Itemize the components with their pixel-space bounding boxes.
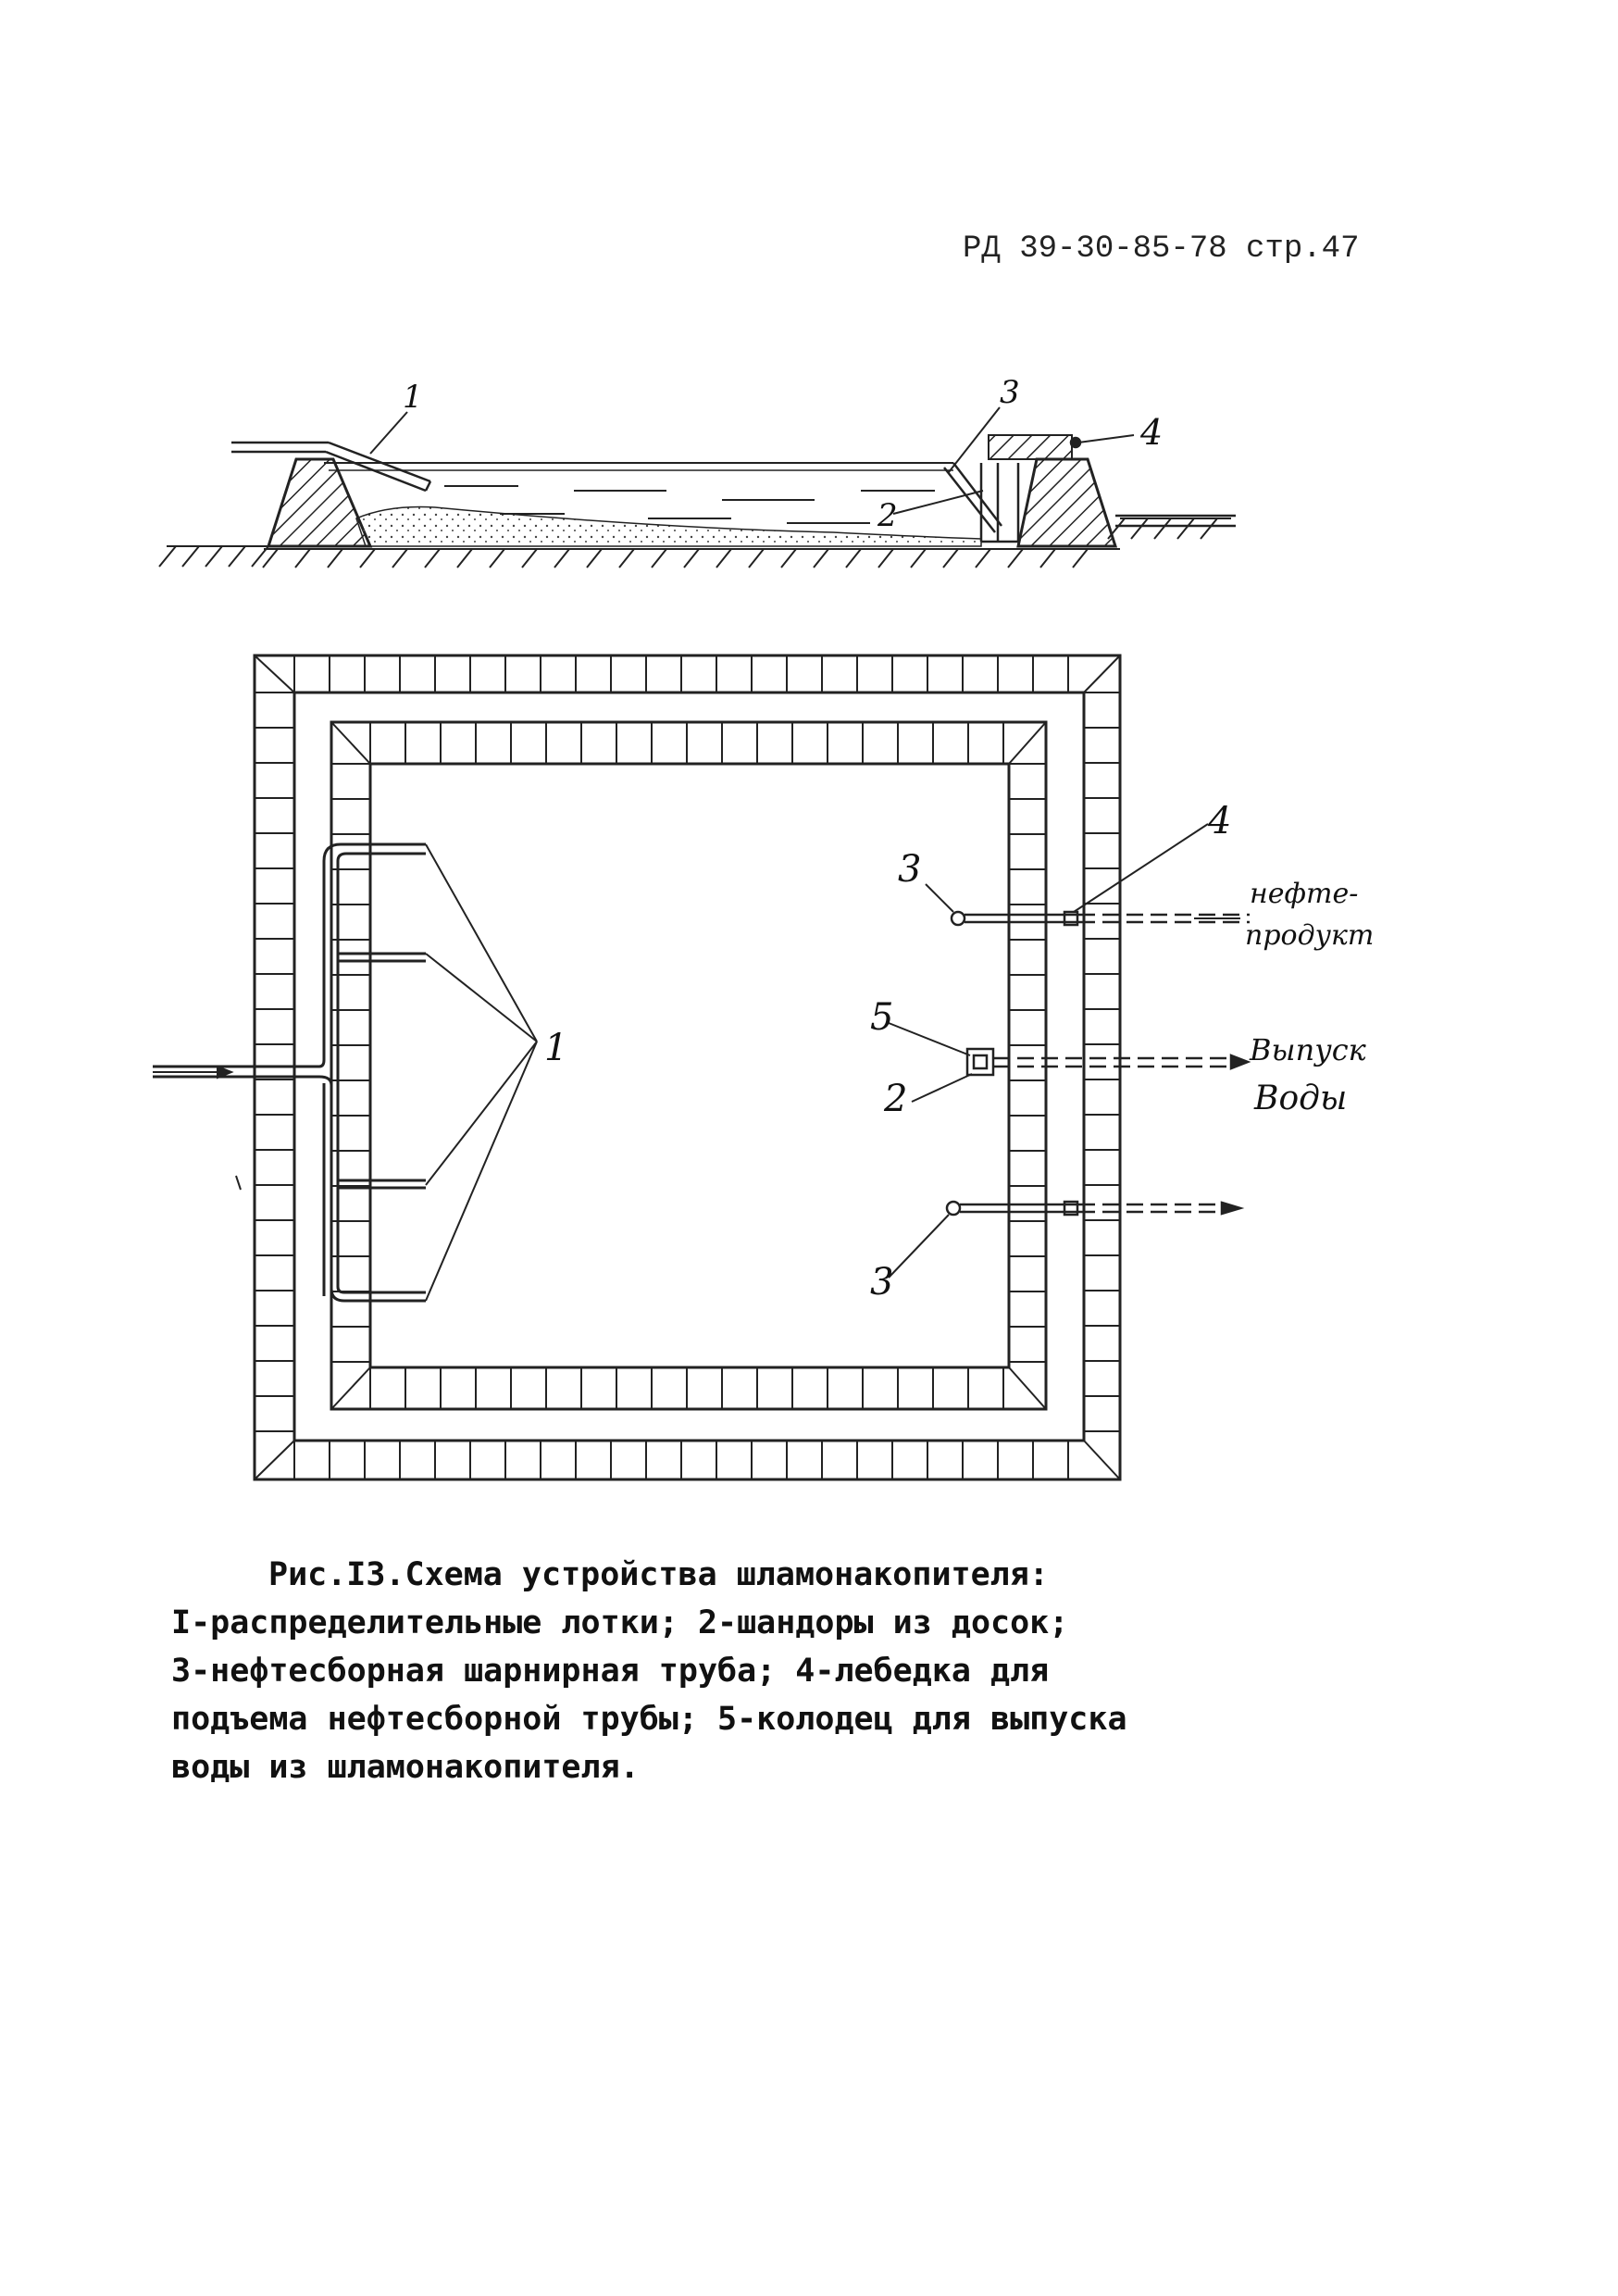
- inner-bank-outer-edge: [330, 720, 1048, 1411]
- bank-tick-marks: [255, 655, 1120, 1479]
- section-label-1: 1: [403, 379, 423, 416]
- outer-bank-inner-edge: [292, 691, 1086, 1442]
- plan-label-5: 5: [870, 996, 893, 1039]
- document-reference-header: РД 39-30-85-78 стр.47: [963, 231, 1360, 267]
- plan-leader-lines: [888, 823, 1240, 1279]
- water-outlet-label-line1: Выпуск: [1249, 1032, 1367, 1067]
- caption-line-3: 3-нефтесборная шарнирная труба; 4-лебедк…: [171, 1653, 1050, 1690]
- section-label-3: 3: [1000, 374, 1020, 411]
- plan-label-1: 1: [544, 1027, 567, 1069]
- outlet-structure: [943, 434, 1236, 543]
- outer-bank-outer-edge: [253, 654, 1122, 1481]
- ground-hatching: [158, 518, 1231, 568]
- plan-label-4: 4: [1207, 800, 1231, 842]
- sediment-layer: [355, 505, 982, 547]
- caption-line-2: I-распределительные лотки; 2-шандоры из …: [171, 1604, 1069, 1641]
- distribution-chute: [231, 441, 432, 493]
- plan-label-3-upper: 3: [898, 848, 921, 891]
- section-label-4: 4: [1139, 412, 1163, 453]
- section-view: [158, 406, 1236, 568]
- plan-view: [153, 654, 1251, 1481]
- caption-line-4: подъема нефтесборной трубы; 5-колодец дл…: [171, 1701, 1127, 1738]
- left-embankment: [266, 457, 373, 548]
- label-1-leaders: [425, 843, 538, 1302]
- section-leader-lines: [369, 406, 1135, 515]
- right-embankment: [1016, 457, 1118, 548]
- caption-line-1: Рис.I3.Схема устройства шламонакопителя:: [268, 1556, 1049, 1593]
- oil-product-label-line2: продукт: [1245, 919, 1374, 952]
- plan-label-3-lower: 3: [870, 1261, 893, 1304]
- distribution-chutes-plan: [153, 842, 426, 1303]
- caption-line-5: воды из шламонакопителя.: [171, 1749, 640, 1786]
- section-label-2: 2: [877, 497, 898, 534]
- water-outlet-label-line2: Воды: [1253, 1079, 1347, 1117]
- oil-product-label-line1: нефте-: [1250, 878, 1358, 910]
- oil-pipe-lower: [945, 1200, 1245, 1217]
- plan-label-2: 2: [883, 1078, 907, 1120]
- inlet-arrow: [153, 1065, 242, 1191]
- oil-pipe-upper: [950, 910, 1250, 927]
- water-outlet-pipe: [965, 1047, 1251, 1361]
- figure-caption: Рис.I3.Схема устройства шламонакопителя:…: [171, 1551, 1449, 1791]
- water-dashes: [444, 485, 935, 524]
- bank-corner-diagonals: [254, 655, 1121, 1480]
